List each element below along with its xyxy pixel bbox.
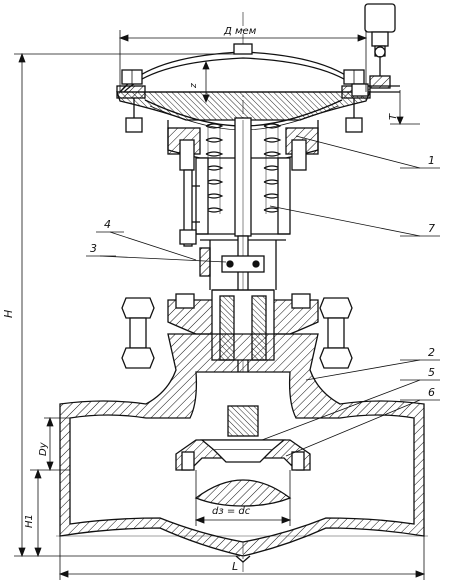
indicator-rod — [179, 169, 200, 247]
diaphragm — [116, 85, 372, 131]
label-L: L — [232, 560, 238, 573]
stem-coupling — [199, 247, 265, 277]
callout-4: 4 — [104, 218, 111, 231]
actuator-cover — [117, 43, 370, 93]
actuator-bolts — [121, 69, 365, 133]
label-H: H — [2, 310, 15, 318]
positioner — [351, 3, 400, 97]
label-stroke-z: z — [189, 83, 199, 89]
callout-6: 6 — [428, 386, 435, 399]
label-seat-diameter: dз = dc — [212, 506, 251, 517]
callout-5: 5 — [428, 366, 435, 379]
callout-1: 1 — [428, 154, 435, 167]
callout-2: 2 — [428, 346, 435, 359]
body-flange-bolts — [121, 293, 353, 369]
callout-7: 7 — [428, 222, 435, 235]
label-H1: H1 — [24, 514, 35, 528]
callout-3: 3 — [90, 242, 97, 255]
valve-plug — [181, 405, 305, 471]
label-T: Т — [388, 113, 399, 120]
label-diaphragm-diameter: Д мем — [223, 26, 257, 37]
label-Dy: Dy — [38, 441, 49, 456]
